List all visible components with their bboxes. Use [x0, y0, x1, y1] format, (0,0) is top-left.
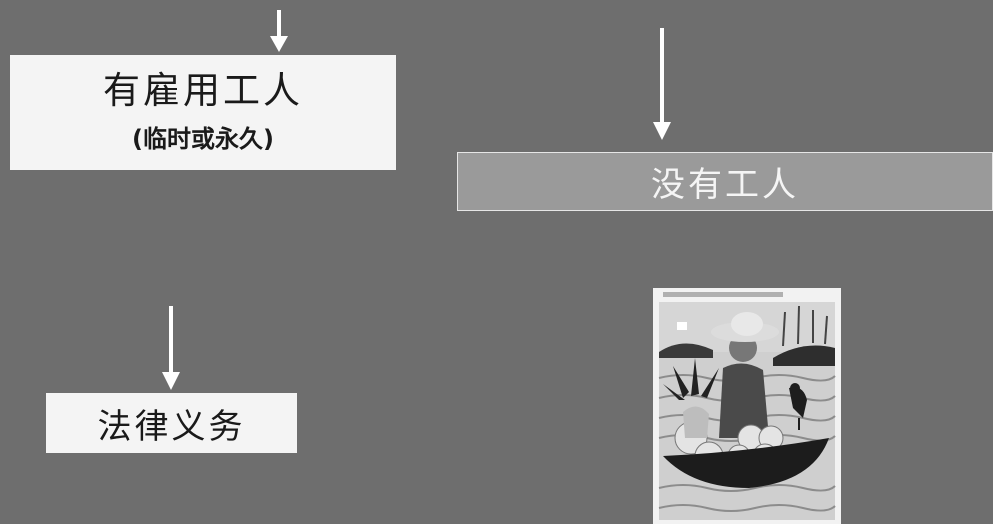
painting-icon	[653, 288, 841, 524]
arrow-to-no-worker-box	[653, 28, 671, 140]
no-worker-box: 没有工人	[457, 152, 993, 211]
arrow-to-employ-box	[270, 10, 288, 52]
legal-obligation-label: 法律义务	[97, 406, 246, 447]
employ-workers-box: 有雇用工人 (临时或永久)	[10, 55, 396, 170]
arrow-to-legal-box	[162, 306, 180, 390]
employ-workers-label: 有雇用工人	[103, 68, 303, 112]
legal-obligation-box: 法律义务	[46, 393, 297, 453]
no-worker-label: 没有工人	[651, 165, 799, 205]
employ-workers-sublabel: (临时或永久)	[132, 125, 274, 154]
